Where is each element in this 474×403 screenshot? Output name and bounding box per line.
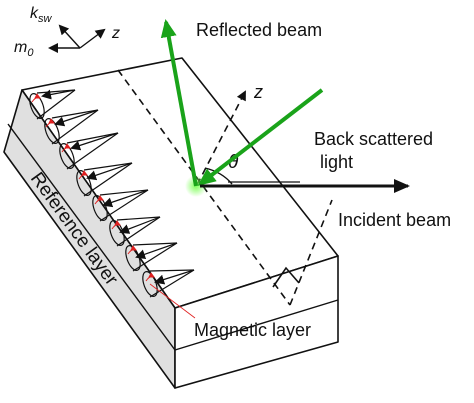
moment-arrow: [135, 242, 178, 260]
cone-7: [125, 242, 178, 272]
cone-8: [142, 269, 195, 298]
cone-6: [109, 216, 161, 247]
moment-arrow: [54, 109, 99, 127]
moment-arrow: [119, 216, 161, 234]
m0-label: m0: [14, 39, 34, 59]
ksw-axis-arrow: [58, 24, 81, 49]
cone-1: [29, 89, 76, 120]
z-axis-small-arrow: [79, 28, 106, 49]
magnetic-layer-edge: [174, 299, 339, 351]
reflected-beam-arrow: [160, 19, 198, 187]
reference-layer-edge: [7, 123, 176, 351]
moment-arrow: [102, 189, 149, 208]
theta-label: θ: [228, 152, 239, 173]
precession-cones: [29, 89, 195, 298]
red-moment-indicators: [31, 93, 196, 319]
z-label-sample: z: [253, 82, 263, 102]
moment-arrow: [86, 162, 133, 181]
moment-arrow: [154, 269, 195, 285]
cone-5: [92, 189, 149, 222]
cone-2: [44, 109, 99, 145]
right-angle-mark: [272, 266, 300, 288]
back-scattered-label-line1: Back scattered: [314, 129, 433, 149]
red-guide-line: [149, 283, 196, 319]
cone-4: [76, 162, 133, 197]
cone-3: [59, 132, 119, 170]
z-label-small: z: [111, 25, 120, 42]
moment-arrow: [41, 89, 76, 100]
incident-beam-arrow: [197, 88, 324, 186]
ksw-label: ksw: [30, 5, 53, 25]
incidence-projection-line: [289, 199, 333, 306]
incident-beam-label: Incident beam: [338, 210, 451, 230]
coordinate-triad: ksw z m0: [14, 5, 120, 59]
back-scattered-label-line2: light: [320, 152, 353, 172]
moment-arrow: [70, 132, 119, 151]
magnetic-layer-label: Magnetic layer: [194, 320, 311, 340]
reflected-beam-label: Reflected beam: [196, 20, 322, 40]
